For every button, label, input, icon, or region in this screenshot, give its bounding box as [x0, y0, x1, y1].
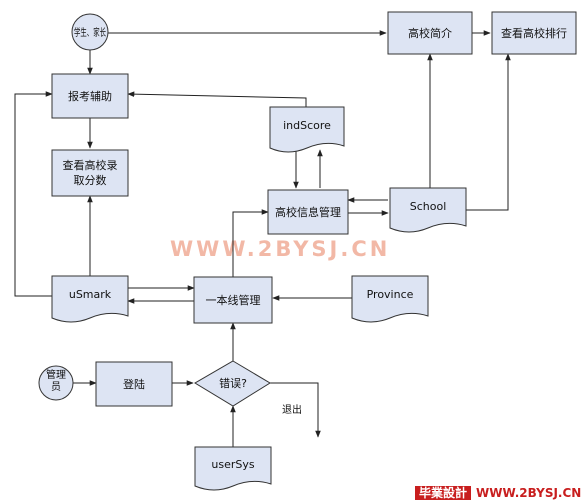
edge-error-exit [270, 382, 321, 438]
edge-ybx-gxxx [232, 209, 269, 277]
node-province-label: Province [367, 288, 414, 301]
node-login: 登陆 [95, 361, 173, 407]
footer-logo: 毕業設計 [419, 485, 467, 500]
node-admin-label: 管理员 [46, 370, 66, 393]
node-ckpx: 查看高校排行 [491, 11, 577, 55]
footer-logo-bg [415, 486, 471, 500]
node-ckfs: 查看高校录取分数 [51, 149, 129, 197]
node-student: 学生、家长 [71, 13, 109, 51]
node-gxxx-label: 高校信息管理 [275, 205, 341, 219]
node-usersys: userSys [194, 446, 272, 491]
node-indscore: indScore [269, 106, 345, 153]
node-gxjj: 高校简介 [387, 11, 473, 55]
edge-usmark-bkfz [14, 91, 53, 297]
node-ckfs-label: 查看高校录取分数 [62, 159, 118, 187]
node-usersys-label: userSys [211, 458, 254, 471]
node-login-label: 登陆 [123, 377, 145, 391]
node-usmark: uSmark [51, 275, 129, 323]
node-error-label: 错误? [219, 376, 247, 390]
node-bkfz-label: 报考辅助 [68, 89, 112, 103]
footer-branding: 毕業設計 WWW.2BYSJ.CN [415, 485, 581, 500]
watermark: WWW.2BYSJ.CN [170, 237, 390, 261]
node-usmark-label: uSmark [69, 288, 112, 301]
node-school-label: School [410, 200, 447, 213]
node-ybx: 一本线管理 [193, 276, 273, 324]
node-gxjj-label: 高校简介 [408, 26, 452, 40]
edge-school-ckpx [466, 53, 511, 211]
node-ybx-label: 一本线管理 [206, 293, 261, 307]
node-gxxx: 高校信息管理 [267, 189, 349, 235]
node-error: 错误? [194, 360, 271, 407]
node-indscore-label: indScore [283, 119, 331, 132]
node-ckpx-label: 查看高校排行 [501, 26, 567, 40]
footer-url: WWW.2BYSJ.CN [476, 486, 581, 500]
node-school: School [389, 187, 467, 233]
node-bkfz: 报考辅助 [51, 73, 129, 119]
edge-exit-label: 退出 [282, 403, 302, 416]
node-province: Province [351, 275, 429, 323]
node-student-label: 学生、家长 [74, 26, 106, 39]
node-admin: 管理员 [38, 365, 74, 401]
edges [14, 30, 511, 447]
